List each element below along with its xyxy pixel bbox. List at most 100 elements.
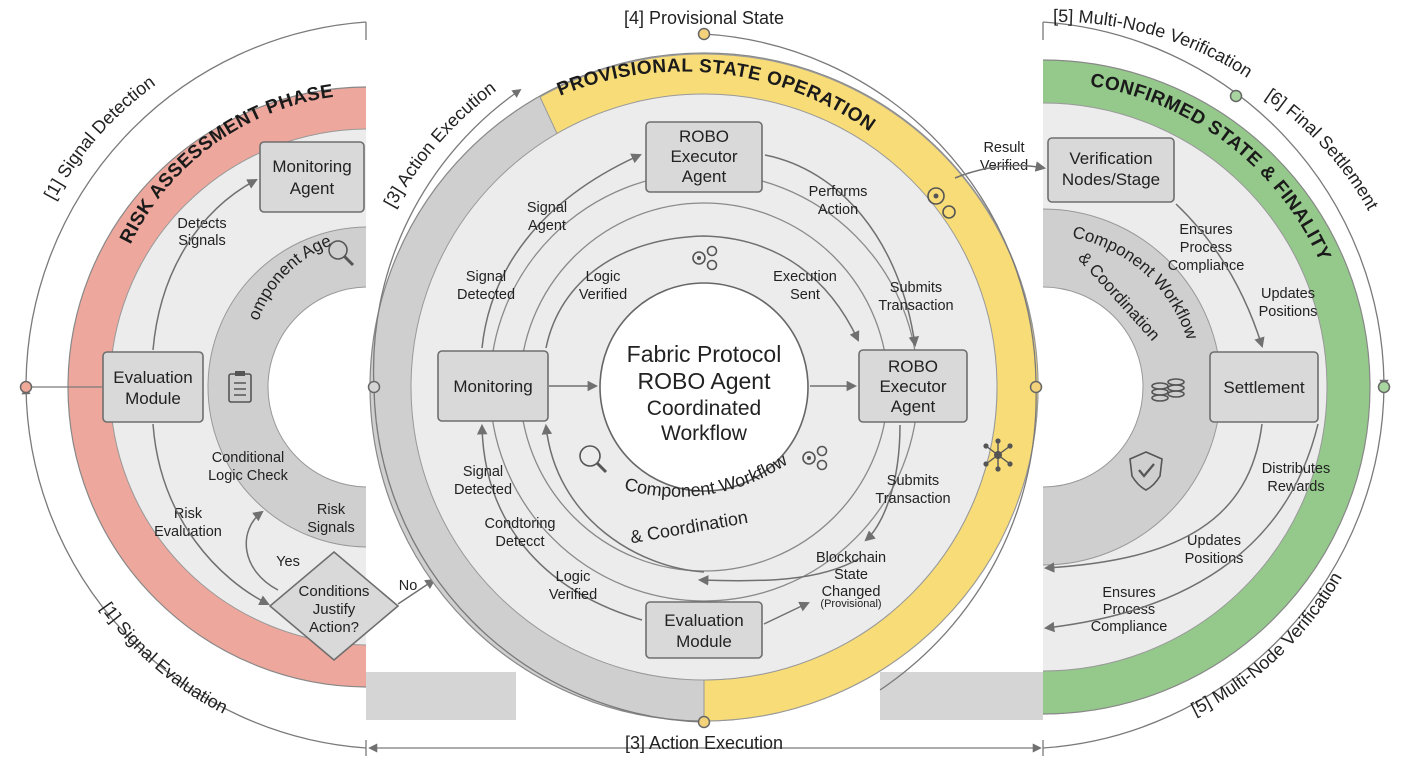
signal-detected-top-label: Signal: [466, 269, 506, 285]
dot-settlement: [1377, 380, 1391, 394]
outer-label-signal-detection: [1] Signal Detection: [40, 72, 159, 203]
ensures-compliance-top-label: Ensures: [1179, 222, 1232, 238]
performs-action-label-2: Action: [818, 202, 858, 218]
svg-text:Monitoring: Monitoring: [453, 377, 532, 396]
submits-transaction-bottom-label-2: Transaction: [875, 491, 950, 507]
svg-text:Conditions: Conditions: [299, 583, 370, 600]
blockchain-state-label-3: Changed: [822, 584, 881, 600]
dot-signal: [19, 380, 33, 394]
risk-signals-label-2: Signals: [307, 520, 355, 536]
conditional-logic-label-2: Logic Check: [208, 468, 289, 484]
svg-text:Justify: Justify: [313, 601, 356, 618]
svg-text:Action?: Action?: [309, 619, 359, 636]
svg-text:Monitoring: Monitoring: [272, 157, 351, 176]
arrow-settlement-outer: [1043, 423, 1319, 633]
svg-text:Coordinated: Coordinated: [647, 397, 761, 420]
arrow-lower-left: [476, 423, 643, 621]
svg-text:Evaluation: Evaluation: [113, 368, 192, 387]
provisional-state-panel: PROVISIONAL STATE OPERATION Fabric Proto…: [369, 52, 1039, 722]
svg-text:Executor: Executor: [879, 377, 946, 396]
arrow-result-verified: [954, 161, 1047, 179]
updates-positions-top-label-2: Positions: [1259, 304, 1318, 320]
robo-executor-right-box: ROBO Executor Agent: [858, 349, 968, 423]
svg-text:ROBO: ROBO: [679, 127, 729, 146]
arrow-performs-action: [764, 154, 920, 348]
verification-nodes-box: Verification Nodes/Stage: [1047, 137, 1175, 203]
svg-text:Settlement: Settlement: [1223, 378, 1305, 397]
logic-verified-bottom-label: Logic: [556, 569, 591, 585]
arrow-to-settlement: [1175, 203, 1265, 349]
arrow-settlement-down: [1043, 423, 1263, 573]
gears-icon: [692, 245, 718, 271]
arrow-yes-loop: [245, 510, 279, 591]
risk-signals-label: Risk: [317, 502, 346, 518]
provisional-note: (Provisional): [820, 598, 881, 610]
clipboard-icon: [228, 371, 252, 403]
signal-agent-label: Signal: [527, 200, 567, 216]
arrow-eval-out: [763, 601, 810, 625]
arrow-blockchain: [697, 557, 861, 586]
hub-circle: [599, 282, 809, 492]
ensures-compliance-bottom-label: Ensures: [1102, 585, 1155, 601]
svg-text:Agent: Agent: [290, 179, 335, 198]
submits-transaction-bottom-label: Submits: [887, 473, 939, 489]
svg-text:Fabric Protocol: Fabric Protocol: [627, 341, 782, 367]
ensures-compliance-top-label-2: Process: [1180, 240, 1232, 256]
submits-transaction-top-label-2: Transaction: [878, 298, 953, 314]
result-verified-label: Result: [983, 140, 1024, 156]
svg-text:Evaluation: Evaluation: [664, 611, 743, 630]
evaluation-module-box: Evaluation Module: [102, 351, 204, 423]
blockchain-state-label-2: State: [834, 567, 868, 583]
magnifier-icon: [328, 240, 355, 267]
gears-icon: [802, 445, 828, 471]
magnifier-icon: [579, 445, 608, 474]
arrow-inner-bottom-left: [541, 423, 705, 573]
monitoring-agent-box: Monitoring Agent: [259, 141, 365, 213]
ensures-compliance-bottom-label-2: Process: [1103, 602, 1155, 618]
gears-icon: [927, 187, 956, 219]
dot-provisional-top: [697, 27, 711, 41]
dot-provisional-bottom: [697, 715, 711, 729]
condtoring-label: Condtoring: [485, 516, 556, 532]
svg-text:Module: Module: [676, 632, 732, 651]
dot-provisional-right: [1029, 380, 1043, 394]
conditional-logic-label: Conditional: [212, 450, 285, 466]
svg-text:Module: Module: [125, 389, 181, 408]
arrow-to-decision: [152, 423, 270, 605]
svg-text:ROBO: ROBO: [888, 357, 938, 376]
distributes-rewards-label-2: Rewards: [1267, 479, 1324, 495]
confirmed-state-panel: CONFIRMED STATE & FINALITY Component Wor…: [880, 59, 1371, 720]
svg-text:Executor: Executor: [670, 147, 737, 166]
network-icon: [983, 438, 1013, 472]
arrow-submits-bottom: [864, 424, 901, 542]
updates-positions-top-label: Updates: [1261, 286, 1315, 302]
condtoring-label-2: Detecct: [495, 534, 544, 550]
hub-label: Fabric Protocol ROBO Agent Coordinated W…: [627, 341, 782, 445]
robo-executor-top-box: ROBO Executor Agent: [645, 121, 763, 193]
shield-check-icon: [1129, 451, 1163, 491]
monitoring-box: Monitoring: [437, 350, 549, 422]
svg-text:Workflow: Workflow: [661, 422, 748, 445]
signal-detected-bottom-label: Signal: [463, 464, 503, 480]
signal-detected-top-label-2: Detected: [457, 287, 515, 303]
outer-label-provisional-state: [4] Provisional State: [624, 8, 784, 28]
dot-action: [367, 380, 381, 394]
no-label: No: [399, 578, 418, 594]
logic-verified-bottom-label-2: Verified: [549, 587, 597, 603]
coins-icon: [1151, 378, 1185, 402]
arrow-no: [397, 578, 436, 605]
submits-transaction-top-label: Submits: [890, 280, 942, 296]
distributes-rewards-label: Distributes: [1262, 461, 1331, 477]
arrow-to-monitoring: [152, 179, 258, 351]
execution-sent-label: Execution: [773, 269, 837, 285]
timeline-dots: [19, 27, 1391, 729]
svg-text:Agent: Agent: [682, 167, 727, 186]
yes-label: Yes: [276, 554, 300, 570]
ensures-compliance-top-label-3: Compliance: [1168, 258, 1245, 274]
signal-agent-label-2: Agent: [528, 218, 566, 234]
logic-verified-top-label-2: Verified: [579, 287, 627, 303]
signal-detected-bottom-label-2: Detected: [454, 482, 512, 498]
arrow-inner-top: [545, 235, 860, 349]
